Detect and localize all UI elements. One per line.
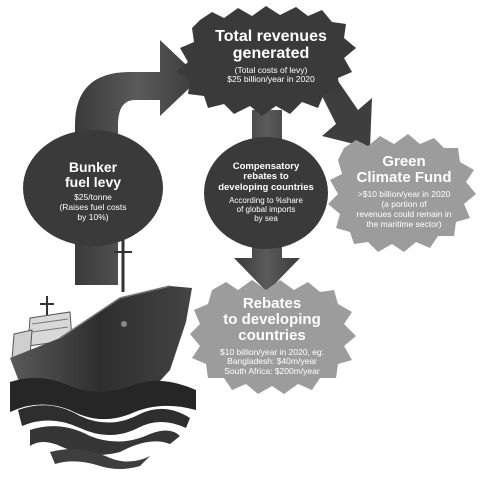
- green-climate-fund-detail: >$10 billion/year in 2020 (a portion of …: [336, 190, 472, 229]
- total-revenues-title-line1: Total revenues: [215, 28, 327, 45]
- compensatory-label: Compensatory rebates to developing count…: [206, 161, 326, 224]
- compensatory-detail-line3: by sea: [254, 214, 278, 224]
- bunker-levy-title: Bunker fuel levy: [30, 159, 156, 191]
- rebates-detail: $10 billion/year in 2020, eg: Bangladesh…: [196, 346, 348, 377]
- total-revenues-detail-line1: (Total costs of levy): [234, 64, 308, 75]
- node-total-revenues-shape: [176, 6, 356, 116]
- rebates-label: Rebates to developing countries $10 bill…: [196, 295, 348, 377]
- green-climate-fund-detail-line4: the maritime sector): [366, 218, 442, 229]
- bunker-levy-detail-line3: by 10%): [77, 211, 109, 222]
- node-compensatory-shape: [204, 137, 328, 249]
- green-climate-fund-label: Green Climate Fund >$10 billion/year in …: [336, 153, 472, 229]
- compensatory-title-line2: rebates to: [243, 171, 289, 183]
- rebates-title: Rebates to developing countries: [196, 295, 348, 345]
- bunker-levy-detail: $25/tonne (Raises fuel costs by 10%): [30, 192, 156, 222]
- green-climate-fund-title-line2: Climate Fund: [356, 169, 452, 187]
- rebates-detail-line3: South Africa: $200m/year: [224, 366, 320, 377]
- compensatory-detail-line2: of global imports: [236, 204, 296, 214]
- bunker-levy-title-line1: Bunker: [68, 159, 118, 175]
- rebates-detail-line2: Bangladesh: $40m/year: [227, 356, 317, 367]
- node-green-climate-fund-shape: [328, 134, 476, 252]
- compensatory-title-line1: Compensatory: [232, 161, 300, 172]
- arrow-revenues-to-fund: [320, 78, 372, 148]
- green-climate-fund-detail-line1: >$10 billion/year in 2020: [357, 189, 451, 200]
- rebates-title-line3: countries: [238, 327, 306, 345]
- node-rebates-shape: [190, 280, 356, 394]
- bunker-levy-title-line2: fuel levy: [64, 174, 122, 191]
- total-revenues-detail: (Total costs of levy) $25 billion/year i…: [186, 64, 356, 86]
- compensatory-title-line3: developing countries: [218, 181, 314, 193]
- green-climate-fund-title-line1: Green: [382, 153, 426, 170]
- total-revenues-title: Total revenues generated: [186, 28, 356, 63]
- compensatory-detail: According to %share of global imports by…: [206, 196, 326, 224]
- bunker-levy-detail-line1: $25/tonne: [74, 192, 112, 203]
- rebates-detail-line1: $10 billion/year in 2020, eg:: [220, 346, 324, 357]
- ship-illustration: [10, 240, 196, 469]
- node-bunker-levy-shape: [23, 130, 163, 246]
- bunker-levy-label: Bunker fuel levy $25/tonne (Raises fuel …: [30, 159, 156, 223]
- bunker-levy-detail-line2: (Raises fuel costs: [59, 201, 127, 212]
- green-climate-fund-detail-line3: revenues could remain in: [356, 208, 452, 219]
- total-revenues-label: Total revenues generated (Total costs of…: [186, 28, 356, 85]
- rebates-title-line2: to developing: [223, 311, 321, 329]
- total-revenues-title-line2: generated: [232, 45, 310, 63]
- green-climate-fund-detail-line2: (a portion of: [381, 199, 427, 210]
- green-climate-fund-title: Green Climate Fund: [336, 153, 472, 187]
- rebates-title-line1: Rebates: [242, 295, 302, 312]
- compensatory-detail-line1: According to %share: [229, 195, 303, 205]
- total-revenues-detail-line2: $25 billion/year in 2020: [227, 74, 315, 85]
- compensatory-title: Compensatory rebates to developing count…: [206, 161, 326, 193]
